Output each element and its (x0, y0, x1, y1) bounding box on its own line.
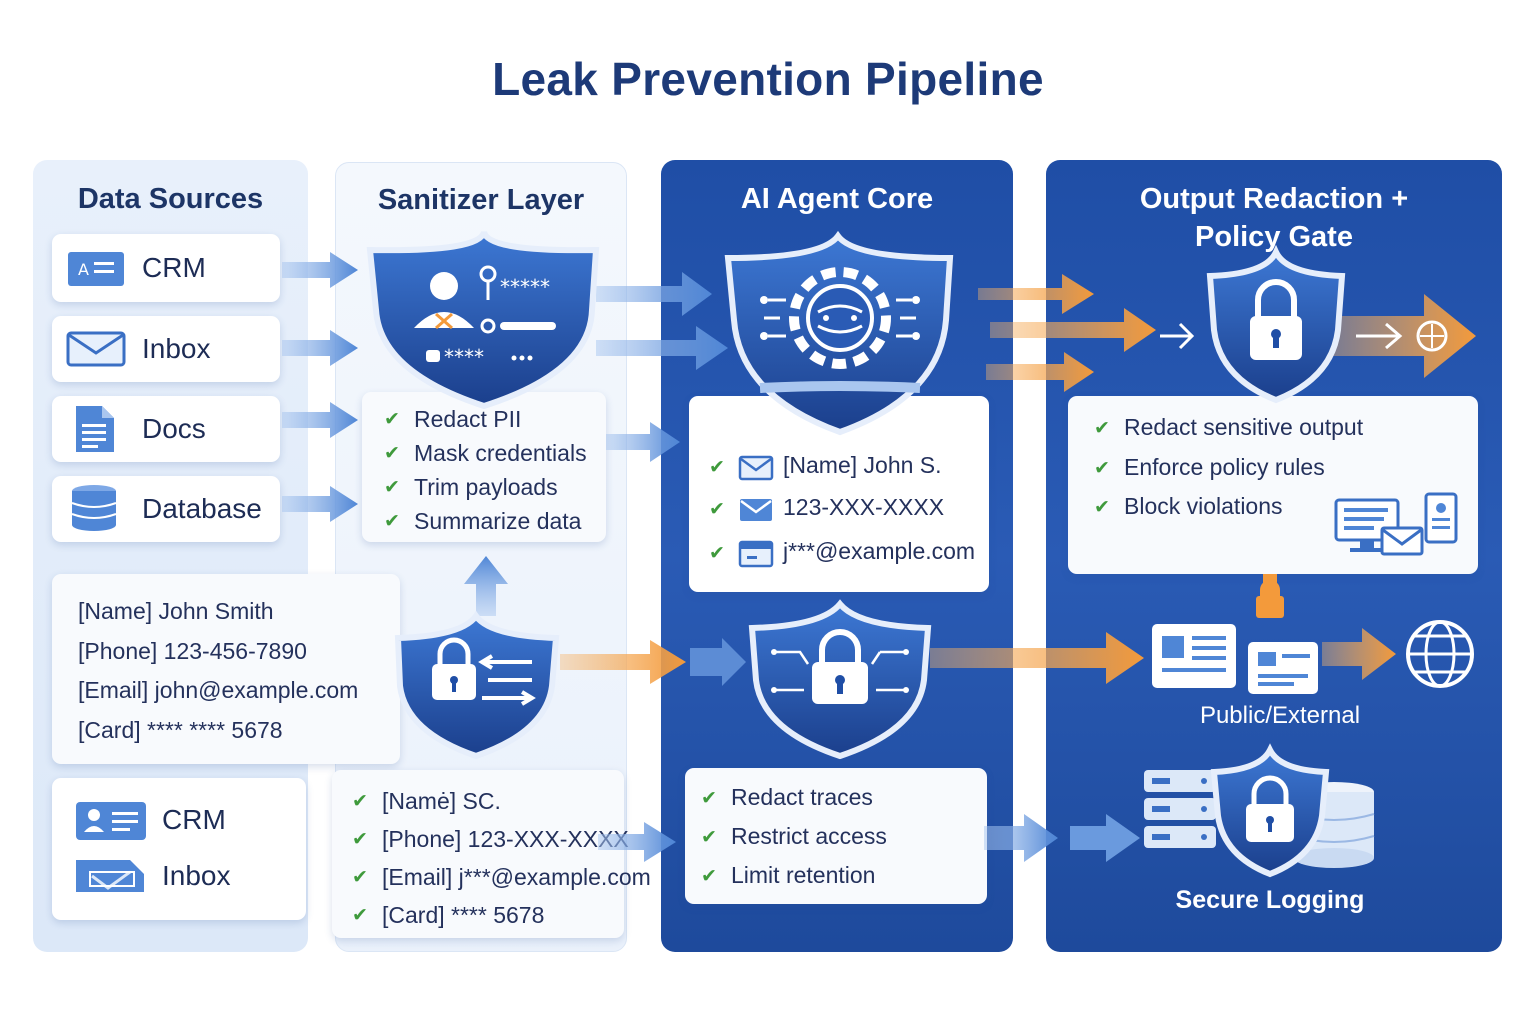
sanitized-card: [Card] **** 5678 (352, 896, 651, 935)
server-stack-icon (1144, 770, 1216, 848)
rule-redact-pii: Redact PII (384, 402, 587, 437)
raw-record-card: [Name] John Smith [Phone] 123-456-7890 [… (52, 574, 400, 764)
rule-mask-credentials: Mask credentials (384, 436, 587, 471)
news-card-icon (1152, 624, 1236, 688)
arrow-record-to-core (560, 638, 746, 686)
ai-core-heading: AI Agent Core (740, 183, 934, 215)
inbox-tray-icon (76, 860, 144, 892)
source-card-database[interactable]: Database (52, 476, 280, 542)
sanitized-phone: [Phone] 123-XXX-XXXX (352, 820, 651, 859)
sanitized-record-card: [Namė] SC. [Phone] 123-XXX-XXXX [Email] … (332, 770, 651, 938)
arrow-database-to-sanitizer (282, 486, 358, 522)
core-record-phone: 123-XXX-XXXX (783, 494, 945, 520)
arrow-inbox-to-sanitizer (282, 330, 358, 366)
rule-trim-payloads: Trim payloads (384, 470, 587, 505)
arrow-controls-to-logging (984, 814, 1140, 862)
document-icon (76, 406, 114, 452)
sanitized-record-list: [Namė] SC. [Phone] 123-XXX-XXXX [Email] … (352, 782, 651, 935)
arrow-docs-to-globe (1322, 628, 1396, 680)
secure-logging-label: Secure Logging (1175, 886, 1365, 914)
envelope-open-icon (738, 455, 774, 481)
svg-text:****: **** (444, 345, 484, 369)
output-rule-block: Block violations (1094, 487, 1363, 527)
output-rules-card: Redact sensitive output Enforce policy r… (1068, 396, 1478, 574)
id-document-icon (1248, 642, 1318, 694)
ai-core-shield-icon (724, 230, 954, 436)
svg-text:A: A (78, 260, 89, 279)
arrow-core-to-gate-3 (986, 352, 1094, 392)
lock-connector (1256, 574, 1284, 618)
page-title: Leak Prevention Pipeline (492, 53, 1044, 105)
sanitizer-rules-list: Redact PII Mask credentials Trim payload… (384, 402, 587, 539)
core-controls-card: Redact traces Restrict access Limit rete… (685, 768, 987, 904)
arrow-docs-to-sanitizer (282, 402, 358, 438)
source-card-inbox[interactable]: Inbox (52, 316, 280, 382)
rule-summarize-data: Summarize data (384, 504, 587, 539)
control-limit-retention: Limit retention (701, 856, 887, 896)
raw-record-email: [Email] john@example.com (78, 677, 359, 703)
data-sources-heading: Data Sources (77, 183, 264, 215)
monitor-mail-icon (1334, 492, 1458, 556)
arrow-up-to-sanitizer (464, 556, 508, 616)
source-card-crm[interactable]: A CRM (52, 234, 280, 302)
bottom-sources-card: CRM Inbox (52, 778, 306, 920)
bottom-source-label-crm[interactable]: CRM (162, 804, 226, 835)
policy-gate-shield-icon (1206, 244, 1346, 404)
sanitizer-rules-card: Redact PII Mask credentials Trim payload… (362, 392, 606, 542)
control-restrict-access: Restrict access (701, 817, 887, 857)
arrow-right-icon (1160, 322, 1403, 350)
sanitized-email: [Email] j***@example.com (352, 858, 651, 897)
core-controls-list: Redact traces Restrict access Limit rete… (701, 778, 887, 896)
source-label-docs: Docs (142, 413, 206, 444)
arrow-gate-to-out (1330, 294, 1476, 378)
bottom-source-label-inbox[interactable]: Inbox (162, 860, 231, 891)
control-redact-traces: Redact traces (701, 778, 887, 818)
compass-icon (1416, 320, 1448, 352)
arrow-sanitized-to-core (598, 822, 676, 862)
arrow-sanitizer-to-core-2 (596, 326, 728, 370)
source-card-docs[interactable]: Docs (52, 396, 280, 462)
globe-icon (1406, 620, 1474, 688)
envelope-icon (66, 331, 126, 367)
source-label-inbox: Inbox (142, 333, 211, 364)
output-rules-list: Redact sensitive output Enforce policy r… (1094, 408, 1363, 527)
envelope-icon (740, 499, 772, 521)
contact-card-icon (76, 802, 146, 840)
logging-shield-icon (1210, 743, 1330, 878)
raw-record-list: [Name] John Smith [Phone] 123-456-7890 [… (78, 592, 358, 750)
public-external-label: Public/External (1199, 702, 1361, 729)
sanitizer-heading: Sanitizer Layer (377, 184, 585, 216)
arrow-core-to-gate-2 (990, 308, 1156, 352)
redact-shield-icon (394, 610, 560, 760)
core-record-email: j***@example.com (783, 538, 976, 564)
output-rule-enforce: Enforce policy rules (1094, 448, 1363, 487)
output-gate-heading: Output Redaction + Policy Gate (1139, 183, 1409, 253)
arrow-rules-to-core (606, 422, 680, 462)
output-rule-redact: Redact sensitive output (1094, 408, 1363, 448)
source-label-database: Database (142, 493, 262, 524)
raw-record-phone: [Phone] 123-456-7890 (78, 637, 307, 664)
raw-record-name: [Name] John Smith (78, 598, 274, 624)
source-label-crm: CRM (142, 252, 206, 283)
id-card-icon (738, 540, 774, 568)
core-trace-shield-icon (748, 599, 932, 760)
arrow-sanitizer-to-core-1 (596, 272, 712, 316)
crm-card-icon: A (68, 252, 124, 286)
core-record-name: [Name] John S. (783, 452, 942, 478)
raw-record-card: [Card] **** **** 5678 (78, 716, 283, 743)
arrow-core-to-gate-1 (978, 274, 1094, 314)
sanitized-name: [Namė] SC. (352, 782, 651, 821)
database-icon (71, 485, 117, 531)
arrow-crm-to-sanitizer (282, 252, 358, 288)
sanitizer-shield-icon: ***** **** (366, 230, 600, 410)
arrow-core-to-public (930, 632, 1144, 684)
svg-text:*****: ***** (500, 275, 550, 299)
